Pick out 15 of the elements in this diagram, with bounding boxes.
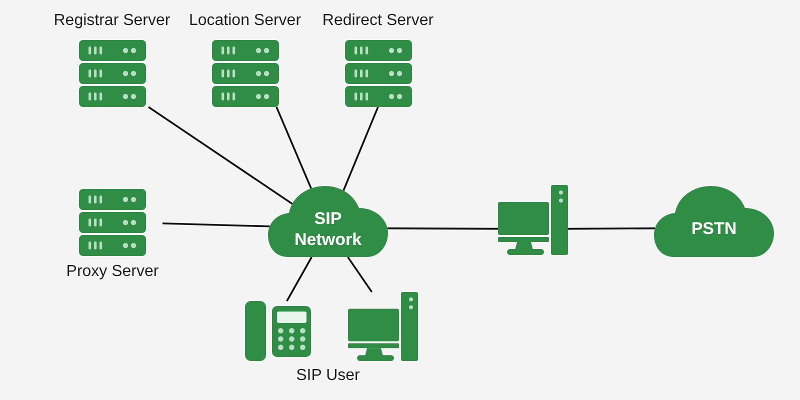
connector-line [286, 256, 312, 302]
connector-line [568, 227, 655, 230]
connector-line [148, 106, 293, 205]
server-name: Location Server [188, 11, 302, 31]
connector-line [162, 222, 270, 228]
cloud-label: SIP Network [293, 208, 363, 250]
connector-line [388, 227, 498, 230]
connector-line [347, 256, 373, 293]
server-name: Redirect Server [322, 11, 434, 31]
server-name: Registrar Server [54, 11, 170, 31]
cloud-label: PSTN [691, 218, 737, 239]
device-group-label: SIP User [295, 366, 361, 386]
server-name: Proxy Server [66, 262, 159, 282]
connector-line [342, 106, 379, 191]
connector-line [276, 106, 312, 189]
